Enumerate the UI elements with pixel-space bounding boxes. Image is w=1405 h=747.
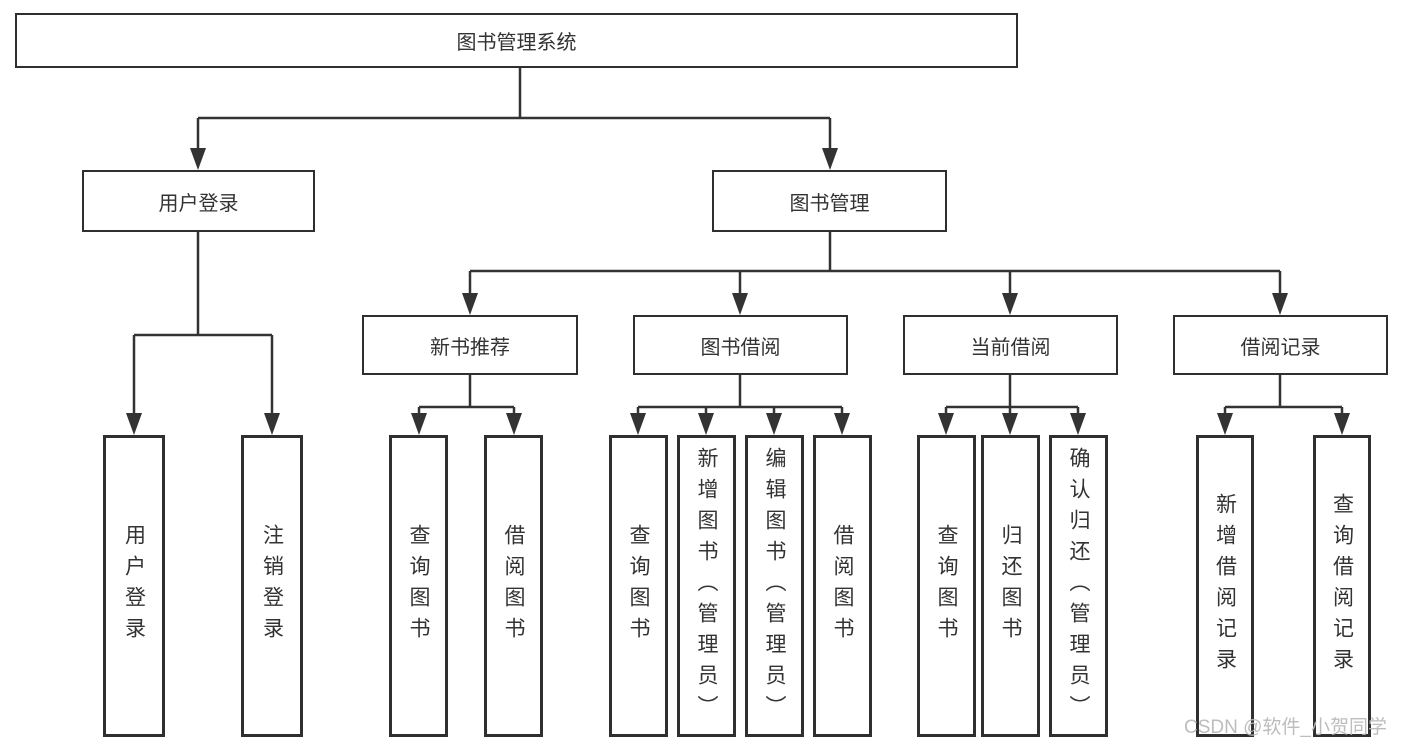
leaf-query-book-2: 查询图书 [609,435,668,737]
node-label: 查询图书 [935,524,958,648]
node-label: 新书推荐 [430,336,510,359]
node-label: 借阅图书 [502,524,525,648]
node-label: 注销登录 [260,524,284,648]
leaf-logout: 注销登录 [241,435,303,737]
leaf-query-borrow-record: 查询借阅记录 [1313,435,1371,737]
node-label: 归还图书 [999,524,1022,648]
node-label: 确认归还（管理员） [1067,446,1090,726]
node-current-borrow: 当前借阅 [903,315,1118,375]
node-label: 查询图书 [627,524,650,648]
leaf-query-book-3: 查询图书 [917,435,976,737]
node-label: 新增借阅记录 [1213,493,1237,679]
node-label: 查询图书 [407,524,430,648]
node-book-management: 图书管理 [712,170,947,232]
leaf-confirm-return-admin: 确认归还（管理员） [1049,435,1108,737]
leaf-borrow-book-1: 借阅图书 [484,435,543,737]
node-label: 借阅图书 [831,524,854,648]
node-label: 图书借阅 [700,336,781,359]
leaf-user-login: 用户登录 [103,435,165,737]
node-label: 当前借阅 [970,336,1051,359]
node-label: 编辑图书（管理员） [763,446,786,726]
node-book-borrow: 图书借阅 [633,315,848,375]
leaf-return-book: 归还图书 [981,435,1040,737]
leaf-add-book-admin: 新增图书（管理员） [677,435,736,737]
leaf-add-borrow-record: 新增借阅记录 [1196,435,1254,737]
leaf-edit-book-admin: 编辑图书（管理员） [745,435,804,737]
leaf-query-book-1: 查询图书 [389,435,448,737]
node-label: 图书管理系统 [456,32,577,54]
node-label: 查询借阅记录 [1330,493,1354,679]
node-label: 图书管理 [789,192,870,215]
node-label: 借阅记录 [1240,336,1321,359]
csdn-watermark: CSDN @软件_小贺同学 [1184,717,1387,738]
leaf-borrow-book-2: 借阅图书 [813,435,872,737]
node-borrow-records: 借阅记录 [1173,315,1388,375]
node-new-book-recommend: 新书推荐 [362,315,578,375]
arrowhead-icons [126,148,1350,435]
node-user-login: 用户登录 [82,170,315,232]
node-root-system: 图书管理系统 [15,13,1018,68]
node-label: 新增图书（管理员） [695,446,718,726]
node-label: 用户登录 [158,192,239,215]
node-label: 用户登录 [122,524,146,648]
